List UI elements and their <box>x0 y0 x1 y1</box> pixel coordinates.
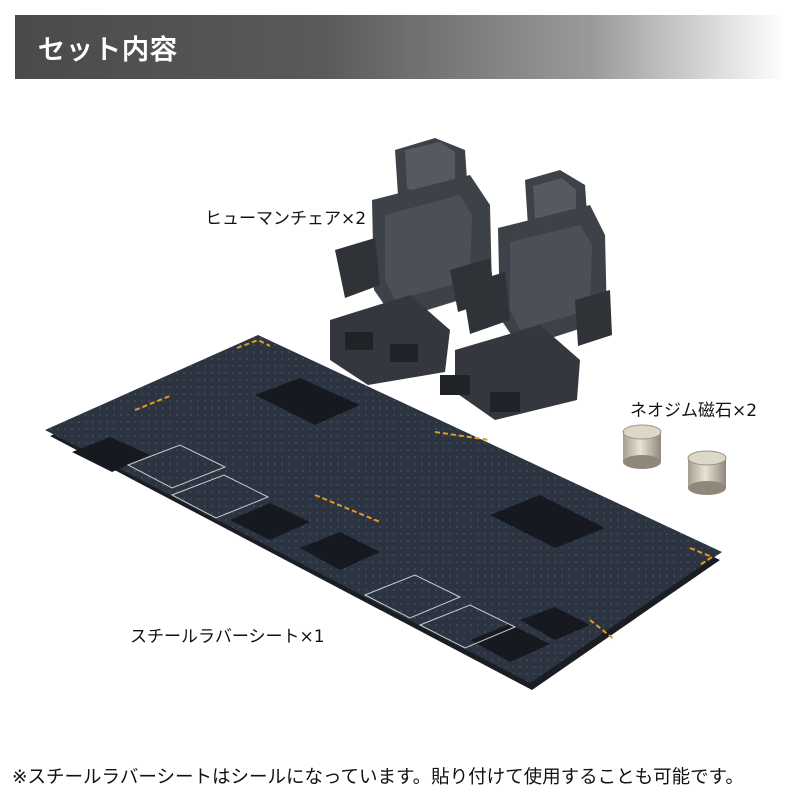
steel-rubber-sheet <box>45 335 722 690</box>
footer-note: ※スチールラバーシートはシールになっています。貼り付けて使用することも可能です。 <box>12 767 744 788</box>
page-title: セット内容 <box>38 35 178 66</box>
human-chair-left <box>330 138 495 385</box>
magnet-label: ネオジム磁石×2 <box>630 401 758 421</box>
neodymium-magnets <box>622 424 727 495</box>
sheet-label: スチールラバーシート×1 <box>130 627 325 647</box>
header-bar <box>15 15 785 79</box>
human-chair-right <box>440 170 612 420</box>
chair-label: ヒューマンチェア×2 <box>205 209 367 229</box>
